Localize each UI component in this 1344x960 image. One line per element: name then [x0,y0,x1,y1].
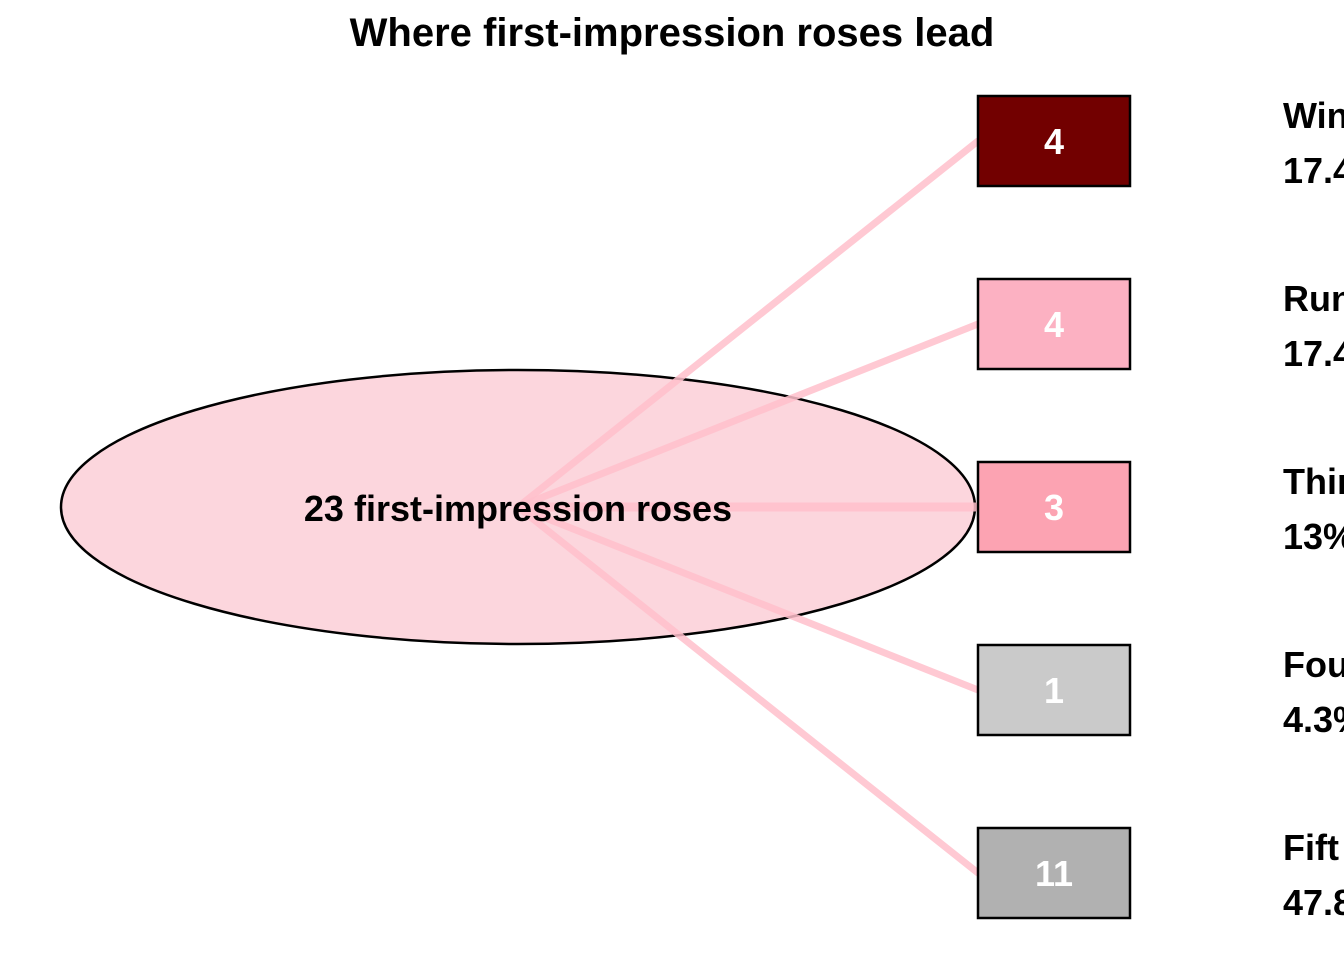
link-4 [514,503,982,694]
outcome-node-2: 4 Run 17.4 [976,277,1344,374]
outcome-percent-1: 17.4 [1283,150,1344,191]
outcome-label-3: Thir [1283,461,1344,502]
links-group [513,137,983,877]
center-node-label: 23 first-impression roses [304,488,732,529]
outcome-node-1: 4 Win 17.4 [976,94,1344,191]
outcome-label-2: Run [1283,278,1344,319]
outcome-box-4 [976,643,1132,737]
outcome-percent-5: 47.8 [1283,882,1344,923]
link-5 [514,503,982,877]
outcome-count-2: 4 [1044,304,1064,345]
outcome-node-5: 11 Fift 47.8 [976,826,1344,923]
link-2 [514,320,982,511]
outcome-percent-2: 17.4 [1283,333,1344,374]
outcome-label-4: Fou [1283,644,1344,685]
outcome-node-3: 3 Thir 13% [976,460,1344,557]
outcome-box-2 [976,277,1132,371]
outcome-label-1: Win [1283,95,1344,136]
outcome-box-3 [976,460,1132,554]
outcome-label-5: Fift [1283,827,1339,868]
outcome-percent-3: 13% [1283,516,1344,557]
outcome-count-4: 1 [1044,670,1064,711]
outcome-percent-4: 4.3% [1283,699,1344,740]
diagram-title: Where first-impression roses lead [350,11,995,55]
link-1 [514,137,982,511]
outcome-count-3: 3 [1044,487,1064,528]
outcome-nodes-group: 4Win17.44Run17.43Thir13%1Fou4.3%11Fift47… [976,94,1344,923]
outcome-box-1 [976,94,1132,188]
outcome-count-5: 11 [1035,853,1073,894]
outcome-box-5 [976,826,1132,920]
outcome-count-1: 4 [1044,121,1064,162]
outcome-node-4: 1 Fou 4.3% [976,643,1344,740]
